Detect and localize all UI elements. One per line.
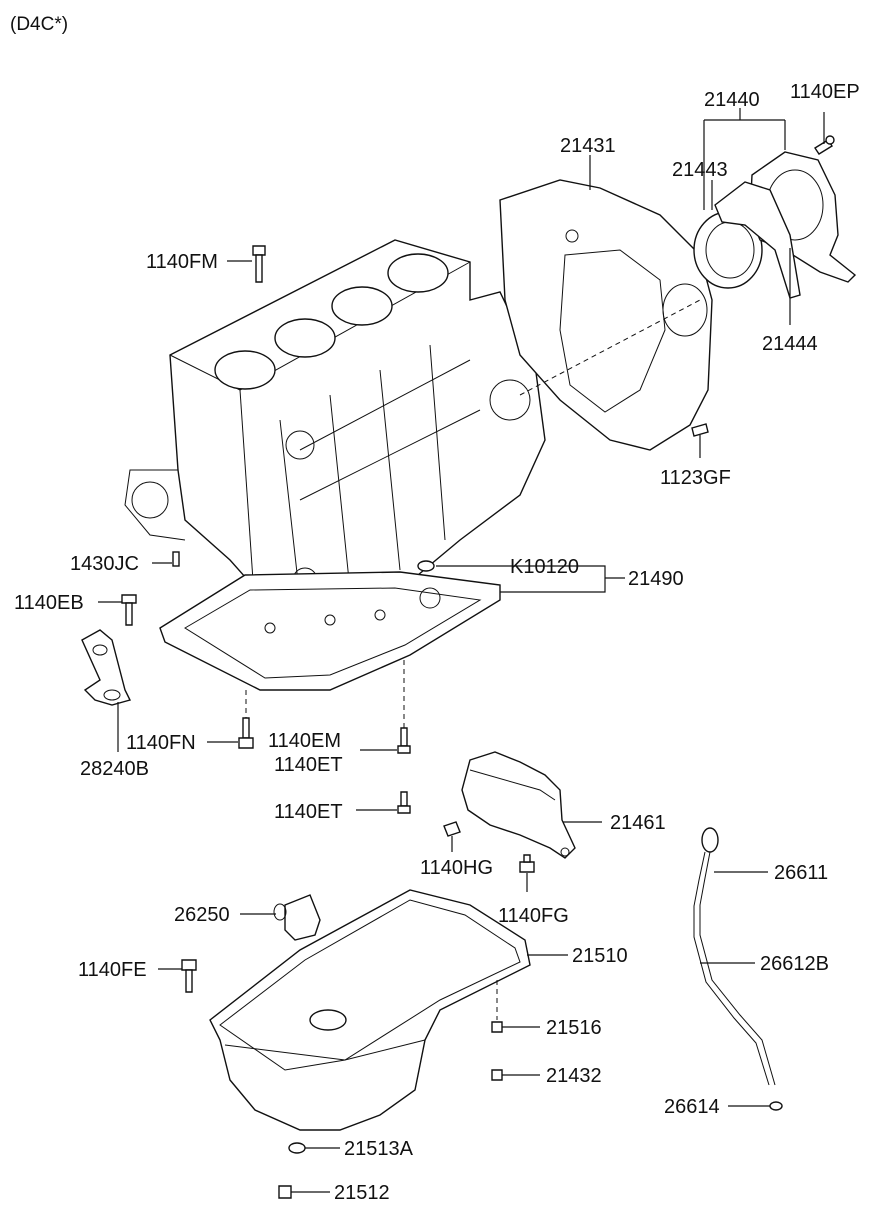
seal-case — [714, 151, 857, 299]
oil-strainer — [273, 894, 321, 941]
label-21440: 21440 — [704, 89, 760, 111]
bolt-1140FG — [519, 854, 535, 873]
label-1140FN: 1140FN — [126, 732, 196, 754]
cylinder-block — [124, 239, 546, 616]
bolt-1140FN — [238, 717, 254, 749]
label-21431: 21431 — [560, 135, 616, 157]
label-21510: 21510 — [572, 945, 628, 967]
label-1140EB: 1140EB — [14, 592, 84, 614]
label-21461: 21461 — [610, 812, 666, 834]
label-21516: 21516 — [546, 1017, 602, 1039]
label-28240B: 28240B — [80, 758, 149, 780]
leader-lines — [98, 108, 825, 1193]
bolt-21516 — [491, 1021, 503, 1033]
label-26614: 26614 — [664, 1096, 720, 1118]
rear-plate — [499, 179, 713, 451]
label-21432: 21432 — [546, 1065, 602, 1087]
label-1140EP: 1140EP — [790, 81, 860, 103]
bolt-1123GF — [691, 423, 709, 437]
bolt-1140HG — [443, 821, 461, 837]
dowel-pin — [172, 551, 180, 567]
bolt-1140EB — [121, 594, 137, 626]
oil-level-gauge — [693, 827, 776, 1086]
label-1430JC: 1430JC — [70, 553, 139, 575]
drain-gasket — [288, 1142, 306, 1154]
label-21490: 21490 — [628, 568, 684, 590]
callout-labels: 21440 1140EP 21431 21443 1140FM 21444 11… — [14, 81, 860, 1204]
label-1140FE: 1140FE — [78, 959, 147, 981]
label-21513A: 21513A — [344, 1138, 414, 1160]
bolt-1140ET — [397, 791, 411, 814]
label-26612B: 26612B — [760, 953, 829, 975]
label-1140EM: 1140EM — [268, 730, 341, 752]
bolt-1140EM — [397, 727, 411, 754]
o-ring-26614 — [769, 1101, 783, 1111]
label-1123GF: 1123GF — [660, 467, 731, 489]
o-ring-K10120 — [417, 560, 435, 572]
bolt-1140FM — [252, 245, 266, 283]
label-1140ET-a: 1140ET — [274, 754, 343, 776]
oil-baffle — [461, 751, 576, 859]
label-26611: 26611 — [774, 862, 828, 884]
label-26250: 26250 — [174, 904, 230, 926]
oil-strainer-bracket — [81, 629, 132, 706]
label-21443: 21443 — [672, 159, 728, 181]
variant-code: (D4C*) — [10, 14, 68, 35]
bolt-1140FE — [181, 959, 197, 993]
label-21444: 21444 — [762, 333, 818, 355]
ladder-frame — [159, 571, 501, 691]
drain-plug — [278, 1185, 292, 1199]
label-21512: 21512 — [334, 1182, 390, 1204]
label-1140ET-b: 1140ET — [274, 801, 343, 823]
bolt-21432 — [491, 1069, 503, 1081]
label-K10120: K10120 — [510, 556, 579, 578]
label-1140HG: 1140HG — [420, 857, 493, 879]
label-1140FM: 1140FM — [146, 251, 218, 273]
oil-seal — [693, 211, 763, 289]
oil-pan — [209, 889, 531, 1131]
label-1140FG: 1140FG — [498, 905, 569, 927]
